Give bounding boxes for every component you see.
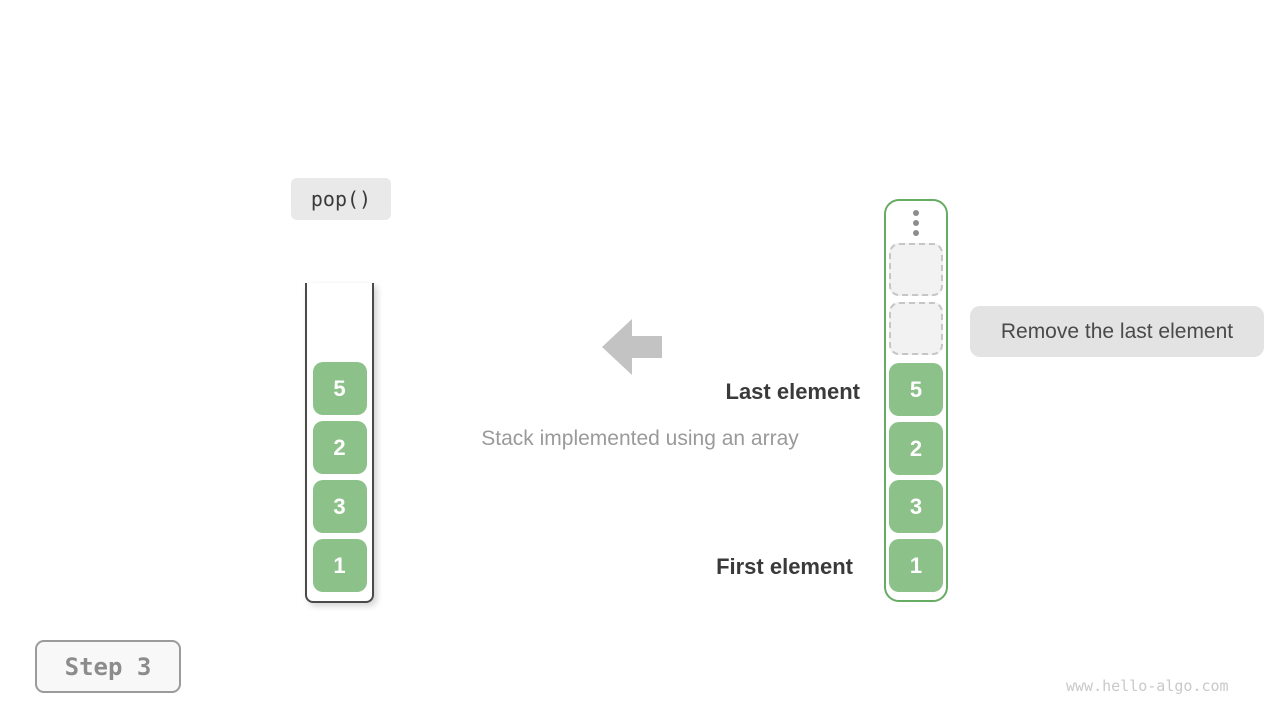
remove-last-element-note: Remove the last element: [970, 306, 1264, 357]
stack-cell: 2: [312, 421, 367, 474]
array-cell: 3: [889, 480, 943, 533]
first-element-label: First element: [716, 554, 853, 579]
step-indicator: Step 3: [35, 640, 181, 693]
stack-container: 5 2 3 1: [305, 283, 374, 603]
diagram-caption: Stack implemented using an array: [481, 427, 799, 450]
empty-array-slot: [889, 243, 943, 296]
stack-cell: 5: [312, 362, 367, 415]
pop-operation-chip: pop(): [291, 178, 391, 220]
stack-cell: 1: [312, 539, 367, 592]
array-memory-container: 5 2 3 1: [884, 199, 948, 602]
arrow-left-icon: [602, 319, 662, 375]
stack-cell: 3: [312, 480, 367, 533]
array-cell: 2: [889, 422, 943, 475]
array-cell: 5: [889, 363, 943, 416]
empty-array-slot: [889, 302, 943, 355]
watermark-text: www.hello-algo.com: [1066, 677, 1229, 695]
last-element-label: Last element: [725, 379, 861, 404]
vertical-dots-icon: [913, 210, 919, 236]
array-cell: 1: [889, 539, 943, 592]
